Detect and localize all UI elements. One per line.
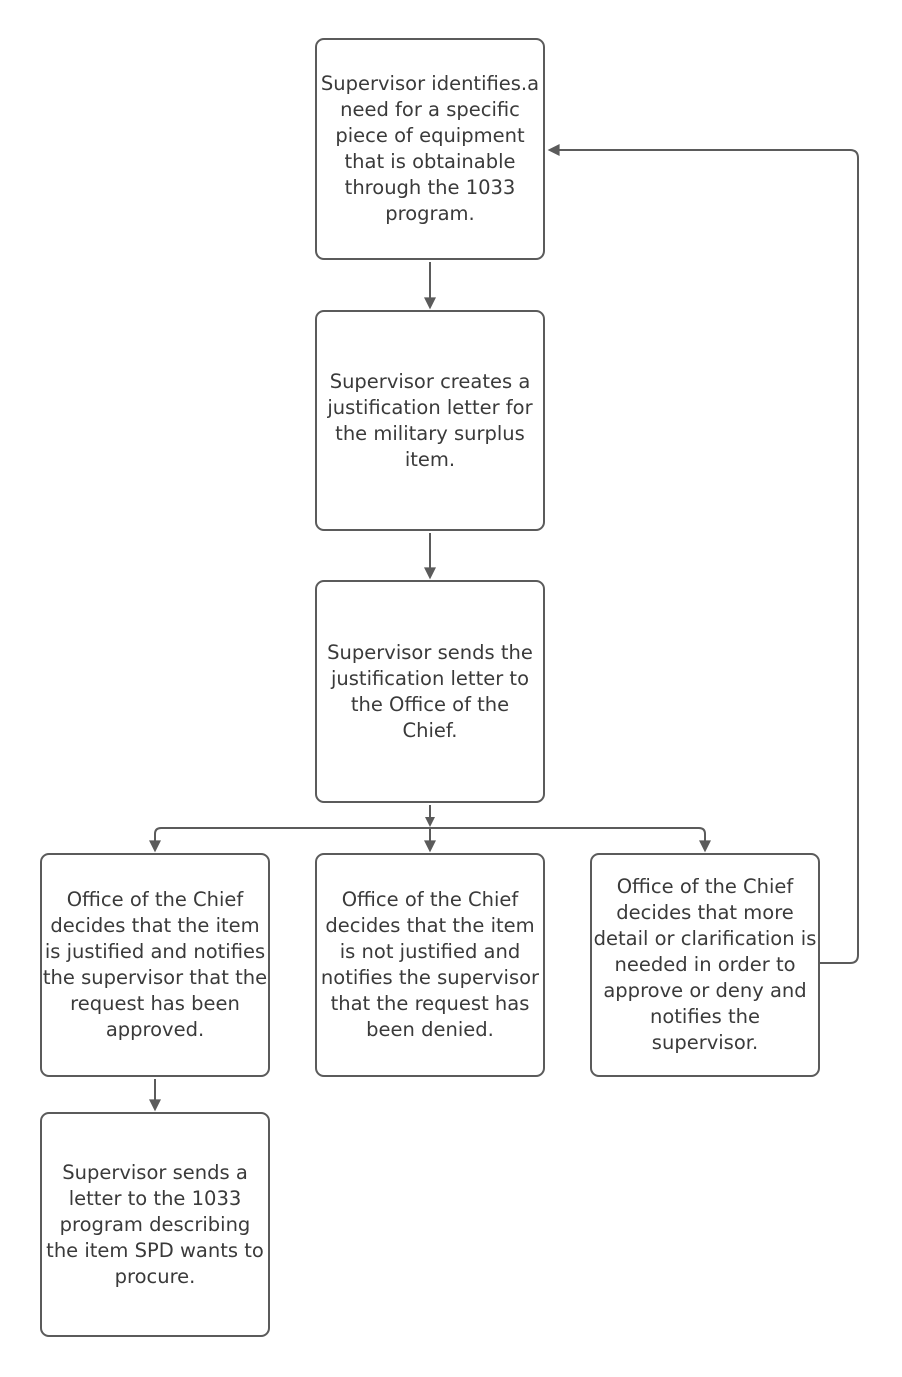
- node-request-denied: Office of the Chief decides that the ite…: [315, 853, 545, 1077]
- node-identify-need: Supervisor identifies.a need for a speci…: [315, 38, 545, 260]
- node-request-denied-text: Office of the Chief decides that the ite…: [320, 888, 540, 1041]
- node-identify-need-text: Supervisor identifies.a need for a speci…: [320, 72, 540, 225]
- node-needs-clarification-text: Office of the Chief decides that more de…: [593, 875, 817, 1054]
- node-create-justification-letter: Supervisor creates a justification lette…: [315, 310, 545, 531]
- connector-branch-to-clarification: [430, 827, 711, 853]
- node-request-approved-text: Office of the Chief decides that the ite…: [42, 888, 268, 1041]
- node-send-letter-to-chief-text: Supervisor sends the justification lette…: [327, 640, 533, 742]
- connector-clarification-loop-to-identify: [547, 144, 859, 964]
- connector-branch-to-approved: [149, 827, 430, 853]
- node-create-justification-letter-text: Supervisor creates a justification lette…: [327, 369, 533, 471]
- node-needs-clarification: Office of the Chief decides that more de…: [590, 853, 820, 1077]
- node-send-1033-program-letter: Supervisor sends a letter to the 1033 pr…: [40, 1112, 270, 1337]
- node-send-1033-program-letter-text: Supervisor sends a letter to the 1033 pr…: [46, 1160, 264, 1288]
- node-send-letter-to-chief: Supervisor sends the justification lette…: [315, 580, 545, 803]
- node-request-approved: Office of the Chief decides that the ite…: [40, 853, 270, 1077]
